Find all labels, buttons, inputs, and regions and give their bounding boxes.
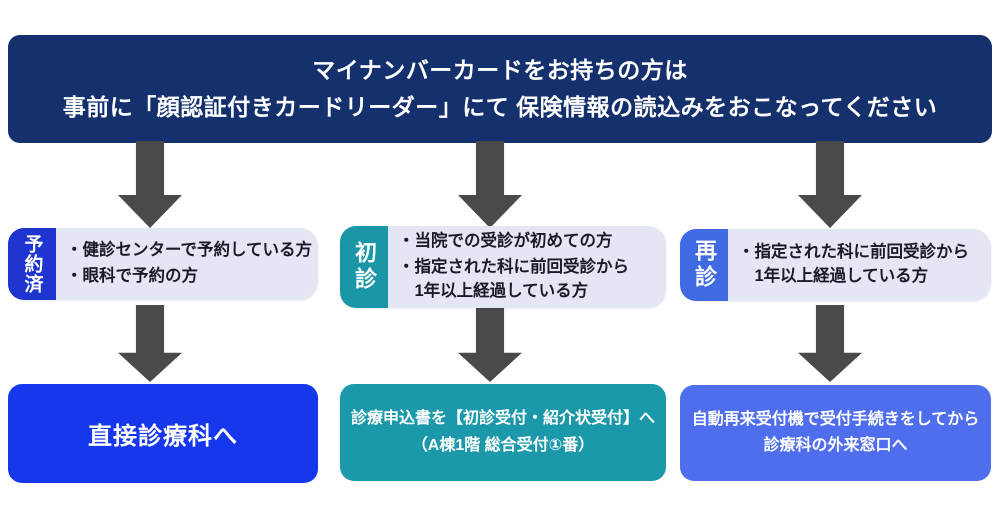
header-banner: マイナンバーカードをお持ちの方は 事前に「顔認証付きカードリーダー」にて 保険情… [8, 35, 992, 143]
destination-box-revisit: 自動再来受付機で受付手続きをしてから診療科の外来窓口へ [680, 385, 991, 481]
banner-line2: 事前に「顔認証付きカードリーダー」にて 保険情報の読込みをおこなってください [62, 94, 938, 120]
criteria-list-reserved: ・健診センターで予約している方・眼科で予約の方 [56, 228, 312, 300]
down-arrow-icon [118, 305, 182, 382]
down-arrow-icon [458, 141, 522, 228]
destination-text-reserved: 直接診療科へ [88, 423, 238, 450]
category-tab-reserved: 予約済 [8, 228, 56, 300]
destination-text-first-visit: 診療申込書を【初診受付・紹介状受付】へ（A棟1階 総合受付①番） [350, 410, 655, 454]
down-arrow-icon [798, 141, 862, 228]
category-panel-reserved: 予約済 ・健診センターで予約している方・眼科で予約の方 [8, 228, 318, 300]
destination-box-reserved: 直接診療科へ [8, 384, 318, 483]
destination-text-revisit: 自動再来受付機で受付手続きをしてから診療科の外来窓口へ [691, 410, 980, 454]
bullet-item: ・健診センターで予約している方 [66, 241, 313, 260]
banner-line1: マイナンバーカードをお持ちの方は [312, 57, 688, 84]
down-arrow-icon [798, 305, 862, 382]
category-tab-revisit: 再診 [680, 229, 728, 301]
bullet-item: ・眼科で予約の方 [66, 267, 198, 285]
bullet-item: ・当院での受診が初めての方 [398, 232, 613, 251]
destination-box-first-visit: 診療申込書を【初診受付・紹介状受付】へ（A棟1階 総合受付①番） [340, 384, 666, 481]
down-arrow-icon [118, 141, 182, 228]
category-tab-first-visit: 初診 [340, 226, 388, 308]
down-arrow-icon [458, 305, 522, 382]
